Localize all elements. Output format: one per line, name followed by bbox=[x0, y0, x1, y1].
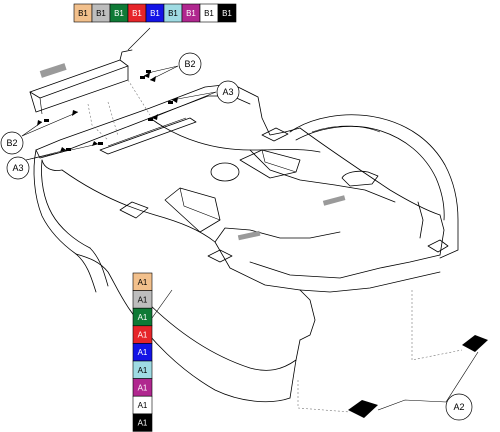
a1-swatch: A1 bbox=[132, 360, 153, 379]
tiller-hole bbox=[210, 162, 240, 182]
b1-swatch: B1 bbox=[163, 3, 183, 23]
a2-decals bbox=[348, 335, 488, 418]
b1-swatch: B1 bbox=[91, 3, 111, 23]
callout-a3-left: A3 bbox=[6, 156, 30, 180]
b-decal-panel bbox=[29, 49, 151, 122]
deck-cutouts bbox=[119, 127, 449, 263]
callout-b2-left-label: B2 bbox=[6, 138, 17, 148]
a1-swatch-label: A1 bbox=[138, 401, 148, 410]
b1-swatch-label: B1 bbox=[168, 9, 178, 18]
a1-swatch: A1 bbox=[132, 272, 153, 291]
callout-b2-left: B2 bbox=[0, 131, 24, 155]
grey-strip-deck-center bbox=[237, 230, 261, 241]
a1-swatch: A1 bbox=[132, 307, 153, 327]
grey-strip-deck-right bbox=[322, 195, 346, 206]
b1-swatch: B1 bbox=[217, 3, 237, 23]
b-panel-grey-strip bbox=[39, 63, 67, 78]
callout-a2-label: A2 bbox=[453, 402, 464, 412]
a1-swatch: A1 bbox=[132, 395, 153, 415]
a1-swatch: A1 bbox=[132, 325, 153, 344]
callout-a3-left-label: A3 bbox=[12, 163, 23, 173]
a1-swatch-label: A1 bbox=[138, 419, 148, 428]
a1-swatch: A1 bbox=[132, 378, 153, 397]
fender-arch bbox=[289, 114, 459, 259]
a1-swatch: A1 bbox=[132, 290, 153, 309]
callout-leaders bbox=[21, 27, 479, 411]
small-decal-marks bbox=[66, 101, 173, 151]
callout-a3-right-label: A3 bbox=[222, 87, 233, 97]
b1-swatch: B1 bbox=[199, 3, 219, 23]
a1-swatch-label: A1 bbox=[138, 366, 148, 375]
b1-swatch-label: B1 bbox=[78, 9, 88, 18]
b1-swatch-label: B1 bbox=[150, 9, 160, 18]
front-wheel-arch bbox=[75, 247, 109, 293]
a1-swatch-label: A1 bbox=[138, 383, 148, 392]
b1-swatch: B1 bbox=[181, 3, 201, 23]
callout-b2-right-label: B2 bbox=[184, 59, 195, 69]
callout-a3-right: A3 bbox=[216, 80, 240, 104]
b1-swatch-label: B1 bbox=[204, 9, 214, 18]
a1-swatch: A1 bbox=[132, 413, 153, 432]
b1-swatch: B1 bbox=[127, 3, 147, 23]
b1-swatch: B1 bbox=[109, 3, 129, 23]
callout-b2-right: B2 bbox=[178, 52, 202, 76]
grey-decal-strips bbox=[237, 195, 346, 241]
b1-swatch: B1 bbox=[73, 3, 93, 23]
callout-a2: A2 bbox=[445, 393, 473, 421]
b1-color-legend: B1 B1 B1 B1 B1 B1 B1 B1 B1 bbox=[73, 3, 237, 23]
b1-swatch-label: B1 bbox=[96, 9, 106, 18]
b1-swatch-label: B1 bbox=[114, 9, 124, 18]
callout-arrowheads bbox=[37, 72, 178, 152]
a1-swatch-label: A1 bbox=[138, 331, 148, 340]
a2-decal-lower bbox=[348, 400, 378, 418]
a1-swatch-label: A1 bbox=[138, 313, 148, 322]
b1-swatch-label: B1 bbox=[186, 9, 196, 18]
b1-swatch-label: B1 bbox=[222, 9, 232, 18]
a1-swatch-label: A1 bbox=[138, 295, 148, 304]
projection-dashes bbox=[87, 79, 463, 413]
a1-swatch-label: A1 bbox=[138, 348, 148, 357]
a1-swatch-label: A1 bbox=[138, 278, 148, 287]
b1-swatch: B1 bbox=[145, 3, 165, 23]
a1-swatch: A1 bbox=[132, 343, 153, 362]
a2-decal-upper bbox=[462, 335, 488, 352]
b1-swatch-label: B1 bbox=[132, 9, 142, 18]
